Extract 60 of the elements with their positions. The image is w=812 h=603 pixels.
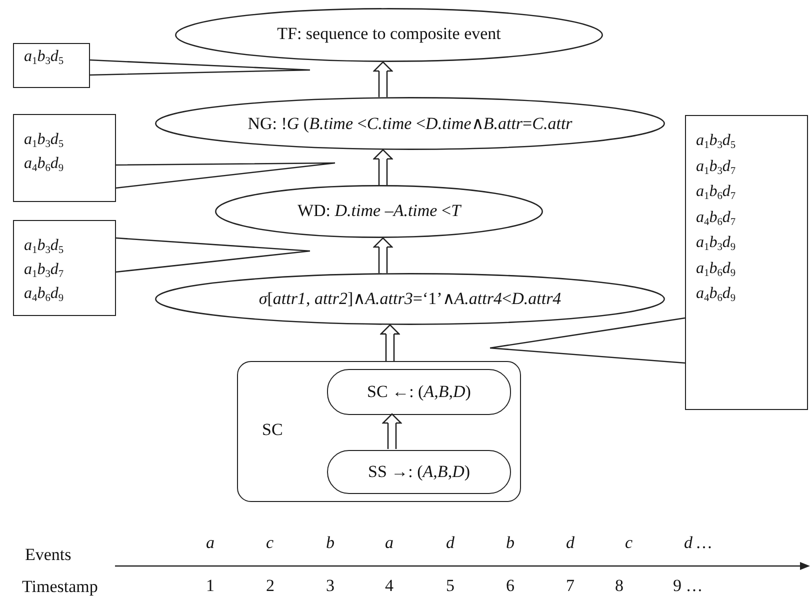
process-ellipse <box>175 8 603 62</box>
event-label: a <box>385 533 394 553</box>
process-ellipse <box>155 273 665 325</box>
event-label: d <box>566 533 574 553</box>
callout-pointer <box>89 59 311 76</box>
hollow-arrow <box>373 61 393 98</box>
event-sequence: a$_{1}$b$_{3}$d$_{5}$ <box>696 132 736 152</box>
operator-label: TF: sequence to composite event <box>276 24 502 44</box>
hollow-arrow <box>380 324 400 362</box>
event-sequence: a$_{4}$b$_{6}$d$_{9}$ <box>696 285 736 304</box>
process-box <box>327 369 511 415</box>
process-ellipse <box>215 185 543 238</box>
group-title: SC <box>262 420 283 440</box>
timestamp-label: 2 <box>266 576 274 596</box>
event-sequence: a$_{1}$b$_{6}$d$_{7}$ <box>696 183 736 202</box>
timestamp-label: 3 <box>326 576 334 596</box>
event-sequence: a$_{1}$b$_{3}$d$_{5}$ <box>24 48 64 68</box>
event-label: d … <box>684 533 712 553</box>
event-sequence: a$_{4}$b$_{6}$d$_{9}$ <box>24 155 64 174</box>
event-sequence: a$_{1}$b$_{3}$d$_{9}$ <box>696 234 736 254</box>
event-label: a <box>206 533 214 553</box>
callout-pointer <box>489 317 686 364</box>
event-label: c <box>625 533 633 553</box>
event-sequence: a$_{4}$b$_{6}$d$_{9}$ <box>24 285 64 304</box>
row-label: Timestamp <box>22 577 98 597</box>
event-label: d <box>446 533 454 553</box>
timestamp-label: 6 <box>506 576 514 596</box>
callout-box <box>13 220 116 316</box>
operator-label: SC ←: (A,B,D) <box>366 382 472 402</box>
operator-label: WD: D.time –A.time <T <box>296 200 462 220</box>
operator-label: σ[attr1, attr2]∧A.attr3=‘1’∧A.attr4<D.attr4 <box>258 288 562 309</box>
callout-box <box>685 115 808 410</box>
timestamp-label: 8 <box>615 576 624 596</box>
event-label: b <box>326 533 334 553</box>
callout-pointer <box>115 237 311 273</box>
event-sequence: a$_{1}$b$_{3}$d$_{5}$ <box>24 131 64 150</box>
process-ellipse <box>155 97 665 150</box>
hollow-arrow <box>382 413 402 450</box>
timestamp-label: 1 <box>206 576 214 596</box>
event-sequence: a$_{1}$b$_{3}$d$_{7}$ <box>24 261 64 280</box>
group-box <box>237 361 521 502</box>
operator-label: SS →: (A,B,D) <box>366 462 472 482</box>
callout-box <box>13 114 116 202</box>
timestamp-label: 9 … <box>673 576 703 596</box>
event-sequence: a$_{1}$b$_{3}$d$_{7}$ <box>696 158 736 177</box>
event-sequence: a$_{1}$b$_{6}$d$_{9}$ <box>696 260 736 279</box>
event-label: b <box>506 533 514 553</box>
operator-label: NG: !G (B.time <C.time <D.time∧B.attr=C.attr <box>246 112 574 134</box>
callout-pointer <box>115 162 336 189</box>
timestamp-label: 4 <box>385 576 394 596</box>
hollow-arrow <box>373 149 393 186</box>
timestamp-label: 5 <box>446 576 454 596</box>
process-box <box>327 450 511 494</box>
event-sequence: a$_{4}$b$_{6}$d$_{7}$ <box>696 208 736 228</box>
event-label: c <box>266 533 274 553</box>
event-sequence: a$_{1}$b$_{3}$d$_{5}$ <box>24 237 64 256</box>
hollow-arrow <box>373 237 393 274</box>
callout-box <box>13 43 90 88</box>
timestamp-label: 7 <box>566 576 574 596</box>
row-label: Events <box>25 545 72 565</box>
